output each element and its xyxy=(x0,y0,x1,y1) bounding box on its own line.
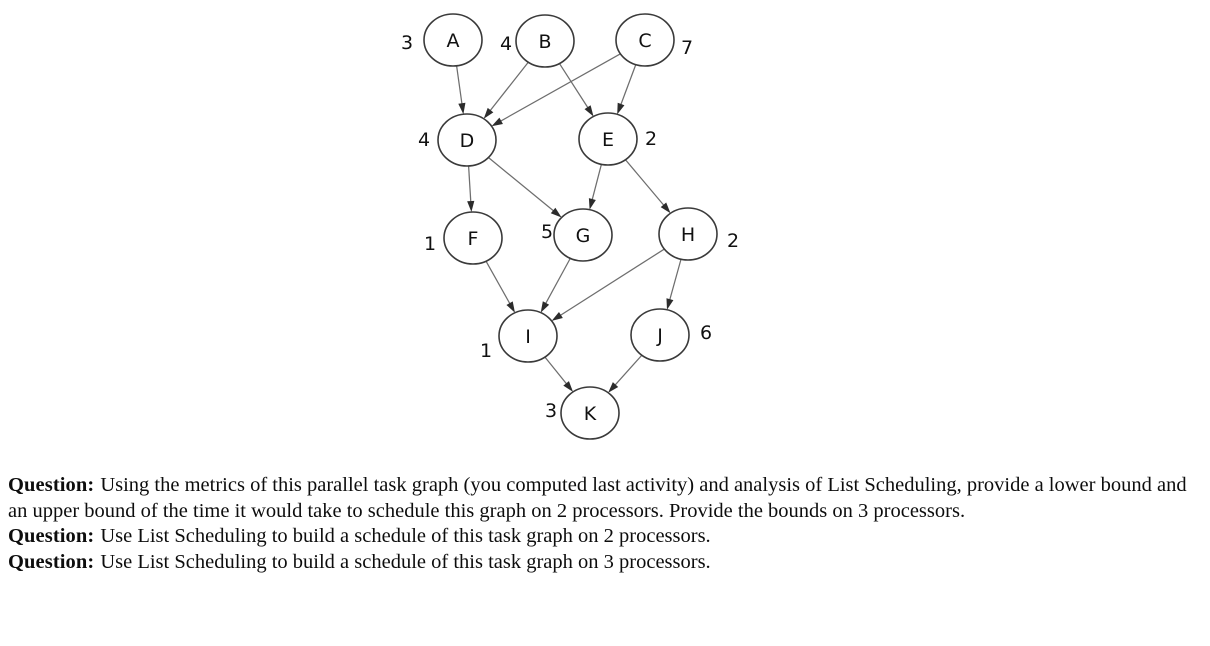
node-label: F xyxy=(468,228,479,250)
node-circle xyxy=(578,112,638,166)
question-text: Use List Scheduling to build a schedule … xyxy=(100,525,711,547)
graph-edge-d-g xyxy=(488,157,556,213)
node-label: K xyxy=(584,403,597,425)
graph-node-f: F1 xyxy=(424,211,503,265)
graph-edge-arrowhead xyxy=(506,301,515,313)
graph-edge-arrowhead xyxy=(660,202,671,214)
node-circle xyxy=(515,14,575,68)
graph-edge-arrowhead xyxy=(458,102,466,115)
node-circle xyxy=(553,208,613,262)
node-label: B xyxy=(538,31,551,53)
graph-edge-h-i xyxy=(558,248,665,318)
graph-edge-arrowhead xyxy=(467,200,475,213)
question-item: Question:Use List Scheduling to build a … xyxy=(8,550,1198,576)
node-label: J xyxy=(656,325,663,347)
graph-edge-arrowhead xyxy=(608,382,619,393)
graph-node-g: G5 xyxy=(541,208,613,262)
graph-edge-b-d xyxy=(488,61,529,113)
node-label: A xyxy=(447,30,460,52)
graph-node-a: A3 xyxy=(401,13,483,67)
node-weight-label: 2 xyxy=(727,230,739,252)
node-circle xyxy=(560,386,620,440)
node-label: H xyxy=(681,224,695,246)
node-circle xyxy=(437,113,497,167)
graph-edges xyxy=(455,53,682,393)
node-weight-label: 7 xyxy=(681,37,693,59)
node-weight-label: 3 xyxy=(545,400,557,422)
node-weight-label: 5 xyxy=(541,221,553,243)
question-label: Question: xyxy=(8,525,95,547)
graph-edge-e-g xyxy=(591,164,603,203)
graph-edge-arrowhead xyxy=(491,117,503,127)
node-weight-label: 4 xyxy=(418,129,430,151)
question-text: Using the metrics of this parallel task … xyxy=(8,474,1187,522)
node-circle xyxy=(443,211,503,265)
graph-edge-f-i xyxy=(485,260,512,307)
question-item: Question:Use List Scheduling to build a … xyxy=(8,524,1198,550)
node-weight-label: 1 xyxy=(424,233,436,255)
node-label: G xyxy=(576,225,591,247)
node-circle xyxy=(658,207,718,261)
question-item: Question:Using the metrics of this paral… xyxy=(8,473,1198,524)
graph-edge-h-j xyxy=(668,259,682,303)
question-label: Question: xyxy=(8,550,95,573)
graph-edge-arrowhead xyxy=(584,105,594,117)
node-label: E xyxy=(602,129,614,151)
graph-node-k: K3 xyxy=(545,386,620,440)
graph-edge-i-k xyxy=(544,356,569,387)
node-label: I xyxy=(525,326,531,348)
graph-edge-arrowhead xyxy=(563,381,574,392)
question-block: Question:Using the metrics of this paral… xyxy=(8,473,1198,575)
node-weight-label: 2 xyxy=(645,128,657,150)
graph-edge-c-e xyxy=(619,64,637,108)
graph-edge-e-h xyxy=(624,159,666,208)
node-circle xyxy=(630,308,690,362)
graph-node-d: D4 xyxy=(418,113,497,167)
node-circle xyxy=(498,309,558,363)
graph-edge-arrowhead xyxy=(551,311,563,321)
node-weight-label: 3 xyxy=(401,32,413,54)
graph-edge-arrowhead xyxy=(540,301,550,313)
graph-node-i: I1 xyxy=(480,309,558,363)
node-weight-label: 4 xyxy=(500,33,512,55)
graph-edge-arrowhead xyxy=(588,198,596,210)
graph-edge-arrowhead xyxy=(483,107,494,119)
node-weight-label: 1 xyxy=(480,340,492,362)
question-label: Question: xyxy=(8,474,95,496)
graph-edge-j-k xyxy=(613,354,643,388)
graph-edge-b-e xyxy=(558,63,590,111)
graph-edge-d-f xyxy=(467,165,472,205)
graph-edge-g-i xyxy=(544,258,571,306)
question-text: Use List Scheduling to build a schedule … xyxy=(100,550,711,573)
graph-edge-arrowhead xyxy=(666,298,674,310)
node-circle xyxy=(423,13,483,67)
node-circle xyxy=(615,13,675,67)
node-label: D xyxy=(460,130,475,152)
graph-edge-a-d xyxy=(455,65,463,107)
node-weight-label: 6 xyxy=(700,322,712,344)
graph-edge-arrowhead xyxy=(617,102,625,115)
graph-edge-c-d xyxy=(498,53,621,123)
node-label: C xyxy=(638,30,651,52)
graph-node-b: B4 xyxy=(500,14,575,68)
graph-edge-arrowhead xyxy=(550,207,562,218)
